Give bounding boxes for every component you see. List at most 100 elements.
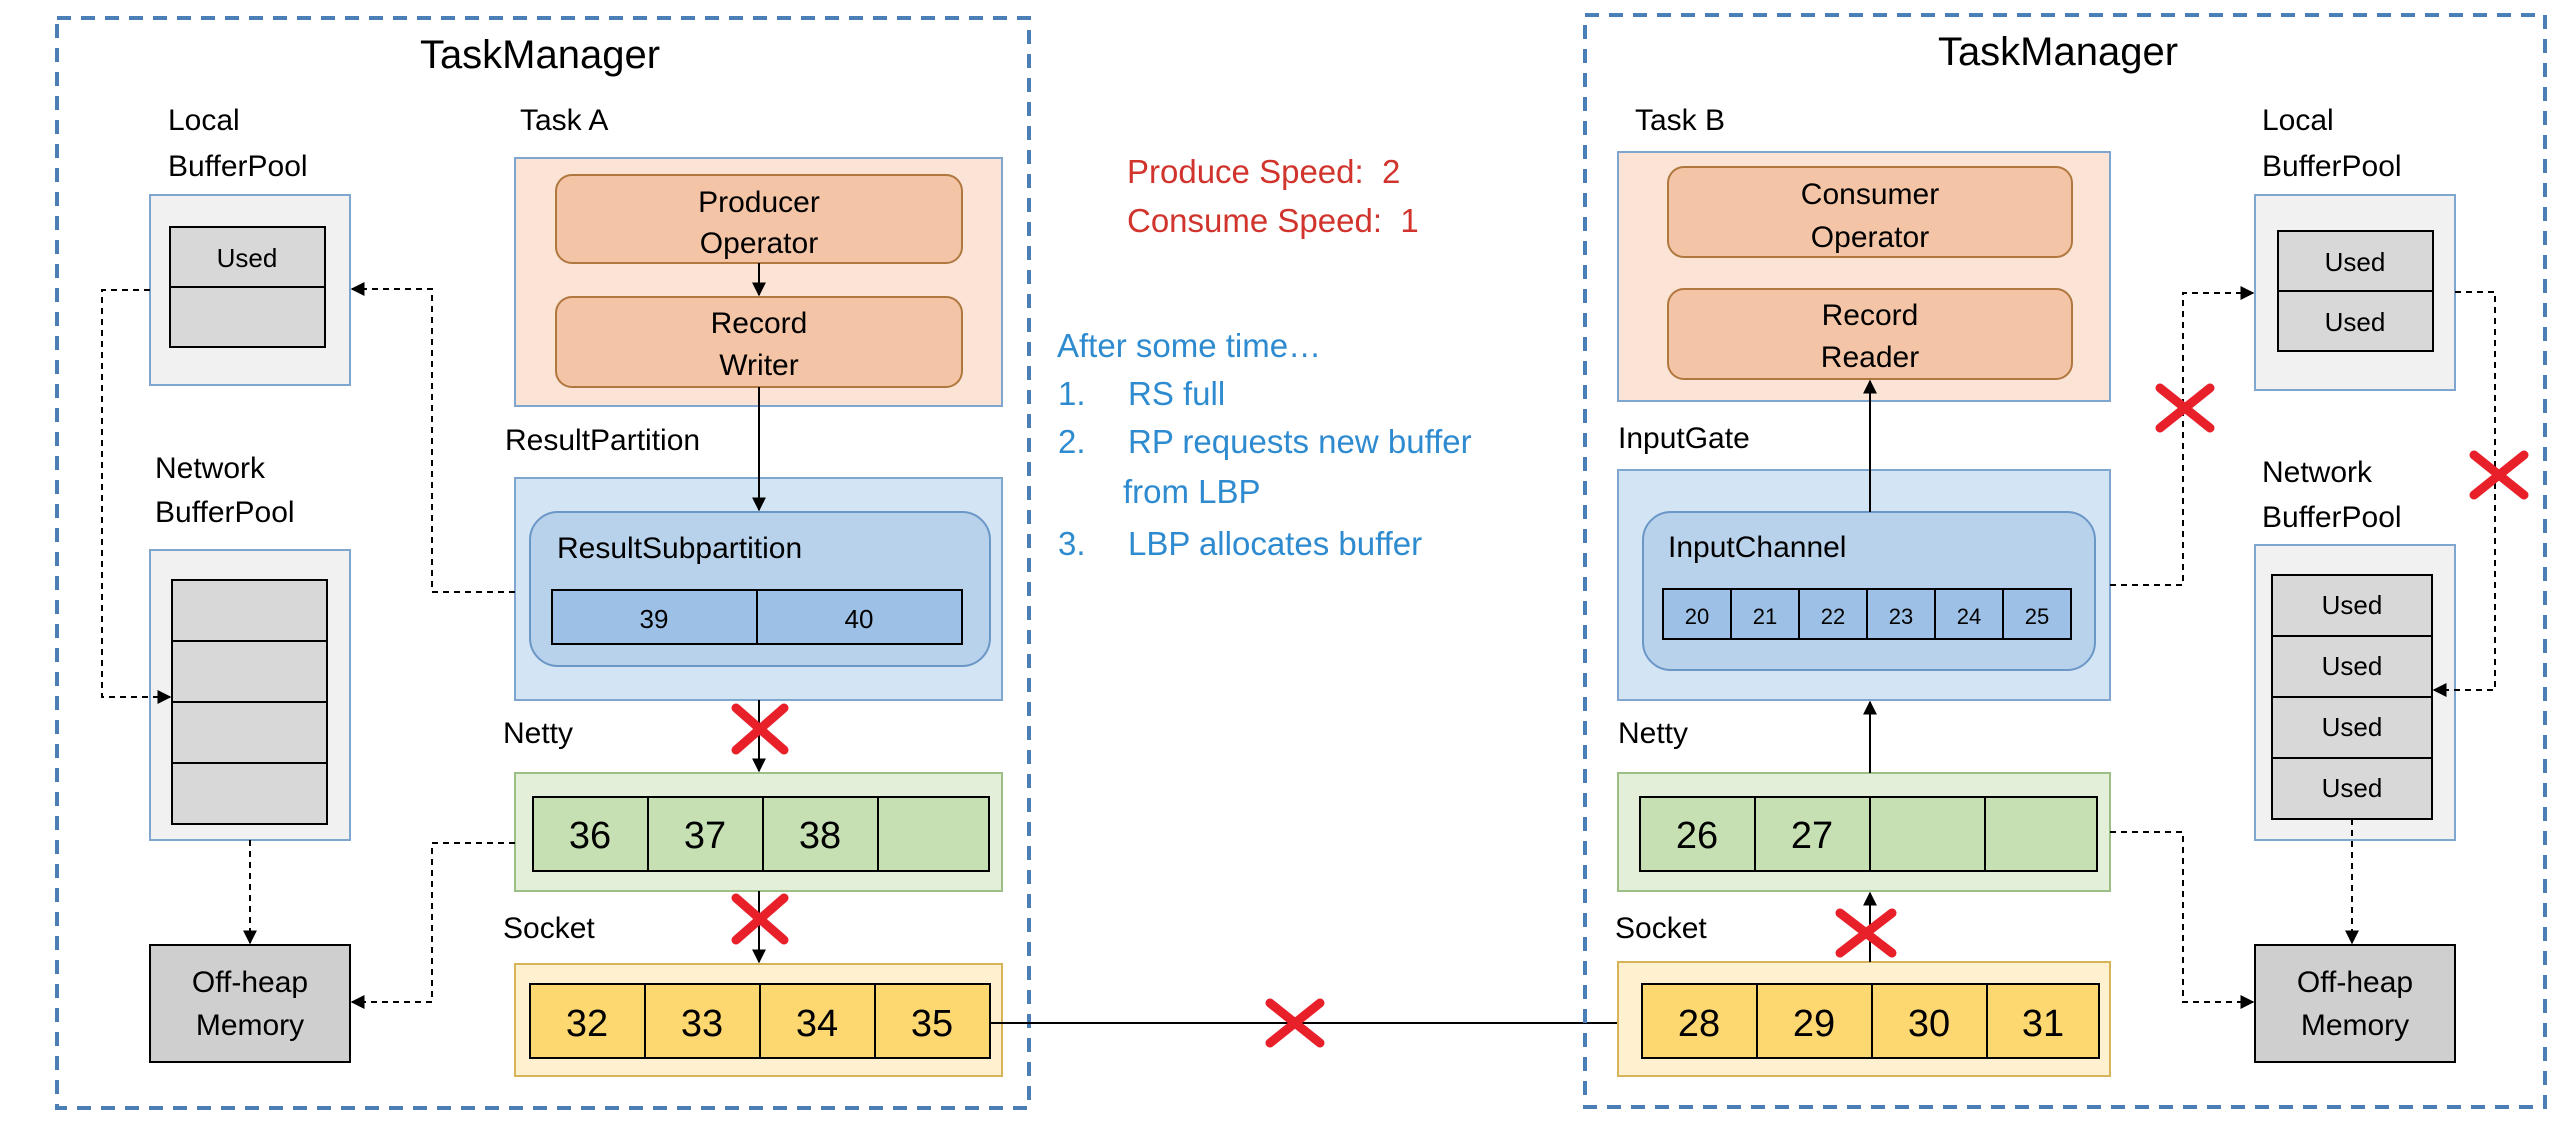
subpartition-cell-text: 39 bbox=[640, 604, 669, 634]
right-network-pool-cell bbox=[2271, 635, 2433, 698]
subpartition-to-local-pool-dashed bbox=[350, 282, 515, 593]
left-netty-cell bbox=[762, 796, 879, 872]
left-network-pool-cell bbox=[171, 640, 328, 703]
left-netty-cell-text: 37 bbox=[684, 815, 726, 857]
input-channel-label: InputChannel bbox=[1668, 531, 1846, 564]
right-socket-cell-text: 31 bbox=[2022, 1003, 2064, 1045]
right-network-pool-label-2: BufferPool bbox=[2262, 501, 2402, 534]
left-taskmanager-frame bbox=[55, 16, 1031, 1110]
right-socket-cell-text: 30 bbox=[1908, 1003, 1950, 1045]
input-channel-cell-text: 22 bbox=[1821, 604, 1845, 629]
blocked-cross-icon bbox=[731, 703, 789, 755]
left-local-pool-cell-text: Used bbox=[217, 243, 278, 273]
right-offheap-line2: Memory bbox=[2301, 1009, 2409, 1042]
right-offheap-line1: Off-heap bbox=[2297, 966, 2413, 999]
input-channel-cell-text: 25 bbox=[2025, 604, 2049, 629]
blocked-cross-icon bbox=[2469, 450, 2529, 500]
right-local-pool-label-2: BufferPool bbox=[2262, 150, 2402, 183]
right-netty-cell bbox=[1984, 796, 2098, 872]
left-socket-label: Socket bbox=[503, 912, 595, 945]
record-reader-box bbox=[1667, 288, 2073, 380]
left-local-pool-label-2: BufferPool bbox=[168, 150, 308, 183]
right-netty-cell-text: 27 bbox=[1791, 815, 1833, 857]
left-network-pool-label-2: BufferPool bbox=[155, 496, 295, 529]
input-channel-cell bbox=[1934, 588, 2004, 640]
right-local-pool-cell-text: Used bbox=[2325, 307, 2386, 337]
left-offheap-line2: Memory bbox=[196, 1009, 304, 1042]
right-task-label: Task B bbox=[1635, 104, 1725, 137]
record-writer-line2: Writer bbox=[719, 349, 798, 382]
left-netty-cell bbox=[647, 796, 764, 872]
left-socket-cell-text: 34 bbox=[796, 1003, 838, 1045]
left-offheap-box bbox=[149, 944, 351, 1063]
note-text: RS full bbox=[1128, 375, 1225, 412]
right-socket-cell bbox=[1986, 983, 2100, 1059]
note-text: RP requests new buffer bbox=[1128, 423, 1472, 460]
input-channel-cell-text: 21 bbox=[1753, 604, 1777, 629]
input-gate-label: InputGate bbox=[1618, 422, 1750, 455]
local-pool-to-network-pool-dashed bbox=[101, 289, 172, 704]
left-socket-cell bbox=[759, 983, 876, 1059]
netty-to-offheap-dashed bbox=[350, 842, 515, 1009]
blocked-cross-icon bbox=[2155, 383, 2215, 433]
right-netty-cell bbox=[1869, 796, 1986, 872]
input-channel-cell bbox=[1662, 588, 1732, 640]
note-text: LBP allocates buffer bbox=[1128, 525, 1422, 562]
consume-speed-text: Consume Speed: 1 bbox=[1127, 202, 1419, 239]
right-socket-cell bbox=[1756, 983, 1873, 1059]
left-local-pool-cell bbox=[169, 286, 326, 348]
consumer-operator-line1: Consumer bbox=[1801, 178, 1939, 211]
right-netty-cell bbox=[1639, 796, 1756, 872]
record-reader-line1: Record bbox=[1822, 299, 1919, 332]
input-channel-cell-text: 20 bbox=[1685, 604, 1709, 629]
right-taskmanager-frame bbox=[1583, 13, 2547, 1109]
left-network-pool-cell bbox=[171, 762, 328, 825]
input-channel-cell-text: 23 bbox=[1889, 604, 1913, 629]
note-text: from LBP bbox=[1123, 473, 1261, 510]
left-network-pool-label-1: Network bbox=[155, 452, 266, 485]
note-number: 2. bbox=[1058, 423, 1086, 460]
right-network-pool-label-1: Network bbox=[2262, 456, 2373, 489]
subpartition-cell bbox=[756, 589, 963, 645]
right-local-pool-cell bbox=[2277, 230, 2434, 292]
record-reader-line2: Reader bbox=[1821, 341, 1919, 374]
subpartition-cell-text: 40 bbox=[845, 604, 874, 634]
notes-heading: After some time… bbox=[1057, 327, 1321, 364]
right-offheap-box bbox=[2254, 944, 2456, 1063]
consumer-operator-box bbox=[1667, 166, 2073, 258]
right-netty-label: Netty bbox=[1618, 717, 1688, 750]
producer-operator-line1: Producer bbox=[698, 186, 820, 219]
right-taskmanager-title: TaskManager bbox=[1938, 30, 2178, 74]
blocked-cross-icon bbox=[1265, 998, 1325, 1048]
right-network-pool-cell bbox=[2271, 696, 2433, 759]
left-local-pool-label-1: Local bbox=[168, 104, 240, 137]
right-network-pool-cell-text: Used bbox=[2322, 590, 2383, 620]
left-offheap-line1: Off-heap bbox=[192, 966, 308, 999]
left-task-label: Task A bbox=[520, 104, 608, 137]
right-socket-cell-text: 29 bbox=[1793, 1003, 1835, 1045]
left-netty-cell-text: 38 bbox=[799, 815, 841, 857]
right-socket-label: Socket bbox=[1615, 912, 1707, 945]
left-netty-cell-text: 36 bbox=[569, 815, 611, 857]
consumer-operator-line2: Operator bbox=[1811, 221, 1929, 254]
right-network-pool-cell bbox=[2271, 757, 2433, 820]
input-channel-cell bbox=[1798, 588, 1868, 640]
right-local-pool-label-1: Local bbox=[2262, 104, 2334, 137]
left-local-pool-cell bbox=[169, 226, 326, 288]
right-netty-cell-text: 26 bbox=[1676, 815, 1718, 857]
result-subpartition-label: ResultSubpartition bbox=[557, 532, 802, 565]
note-number: 1. bbox=[1058, 375, 1086, 412]
right-network-pool-cell-text: Used bbox=[2322, 651, 2383, 681]
left-socket-cell bbox=[644, 983, 761, 1059]
left-taskmanager-title: TaskManager bbox=[420, 33, 660, 77]
right-socket-cell-text: 28 bbox=[1678, 1003, 1720, 1045]
left-netty-cell bbox=[877, 796, 990, 872]
left-network-pool-cell bbox=[171, 579, 328, 642]
right-local-pool-cell-text: Used bbox=[2325, 247, 2386, 277]
produce-speed-text: Produce Speed: 2 bbox=[1127, 153, 1400, 190]
channel-to-local-pool-dashed bbox=[2110, 286, 2255, 586]
blocked-cross-icon bbox=[731, 893, 789, 945]
note-number: 3. bbox=[1058, 525, 1086, 562]
